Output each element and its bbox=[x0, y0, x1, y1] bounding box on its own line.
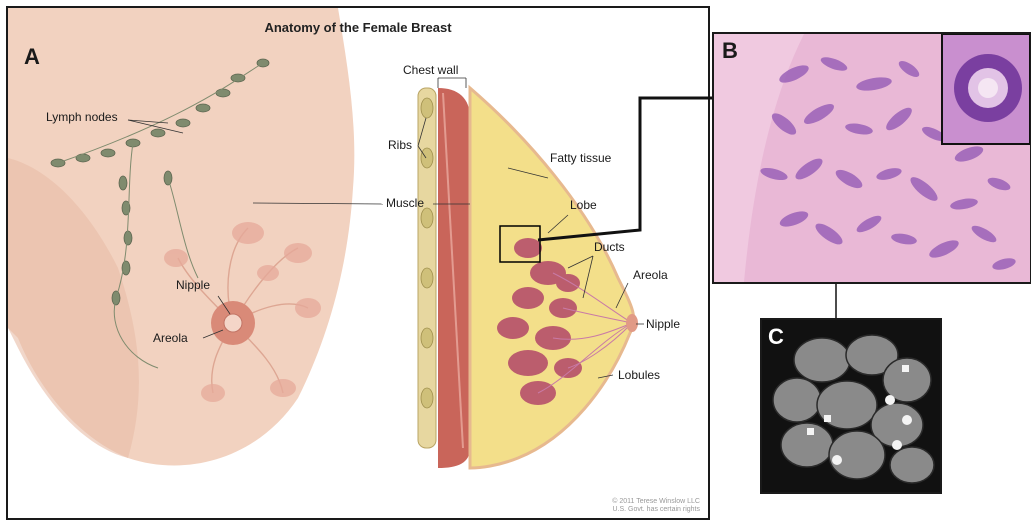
label-ducts: Ducts bbox=[594, 240, 625, 254]
label-muscle: Muscle bbox=[386, 196, 424, 210]
panel-b-letter: B bbox=[722, 38, 738, 64]
label-lobules: Lobules bbox=[618, 368, 660, 382]
breast-anatomy-drawing bbox=[8, 8, 708, 518]
credit-line-2: U.S. Govt. has certain rights bbox=[612, 506, 700, 514]
label-fatty-tissue: Fatty tissue bbox=[550, 151, 611, 165]
panel-b-histology: B bbox=[712, 32, 1031, 284]
label-areola-side: Areola bbox=[633, 268, 668, 282]
front-nipple bbox=[224, 314, 242, 332]
label-lobe: Lobe bbox=[570, 198, 597, 212]
credit-line-1: © 2011 Terese Winslow LLC bbox=[612, 498, 700, 506]
sem-image bbox=[762, 320, 940, 492]
copyright-credit: © 2011 Terese Winslow LLC U.S. Govt. has… bbox=[612, 498, 700, 514]
histology-image bbox=[714, 34, 1030, 282]
label-areola-front: Areola bbox=[153, 331, 188, 345]
panel-a-letter: A bbox=[24, 44, 40, 70]
panel-a-anatomy-illustration: Anatomy of the Female Breast A Lymph nod… bbox=[6, 6, 710, 520]
inset-acinus bbox=[954, 54, 1022, 122]
panel-c-letter: C bbox=[768, 324, 784, 350]
label-chest-wall: Chest wall bbox=[403, 63, 458, 77]
label-nipple-side: Nipple bbox=[646, 317, 680, 331]
label-nipple-front: Nipple bbox=[176, 278, 210, 292]
label-ribs: Ribs bbox=[388, 138, 412, 152]
diagram-title: Anatomy of the Female Breast bbox=[8, 20, 708, 35]
label-lymph-nodes: Lymph nodes bbox=[46, 110, 118, 124]
panel-c-electron-micrograph: C bbox=[760, 318, 942, 494]
sagittal-nipple bbox=[626, 314, 638, 332]
